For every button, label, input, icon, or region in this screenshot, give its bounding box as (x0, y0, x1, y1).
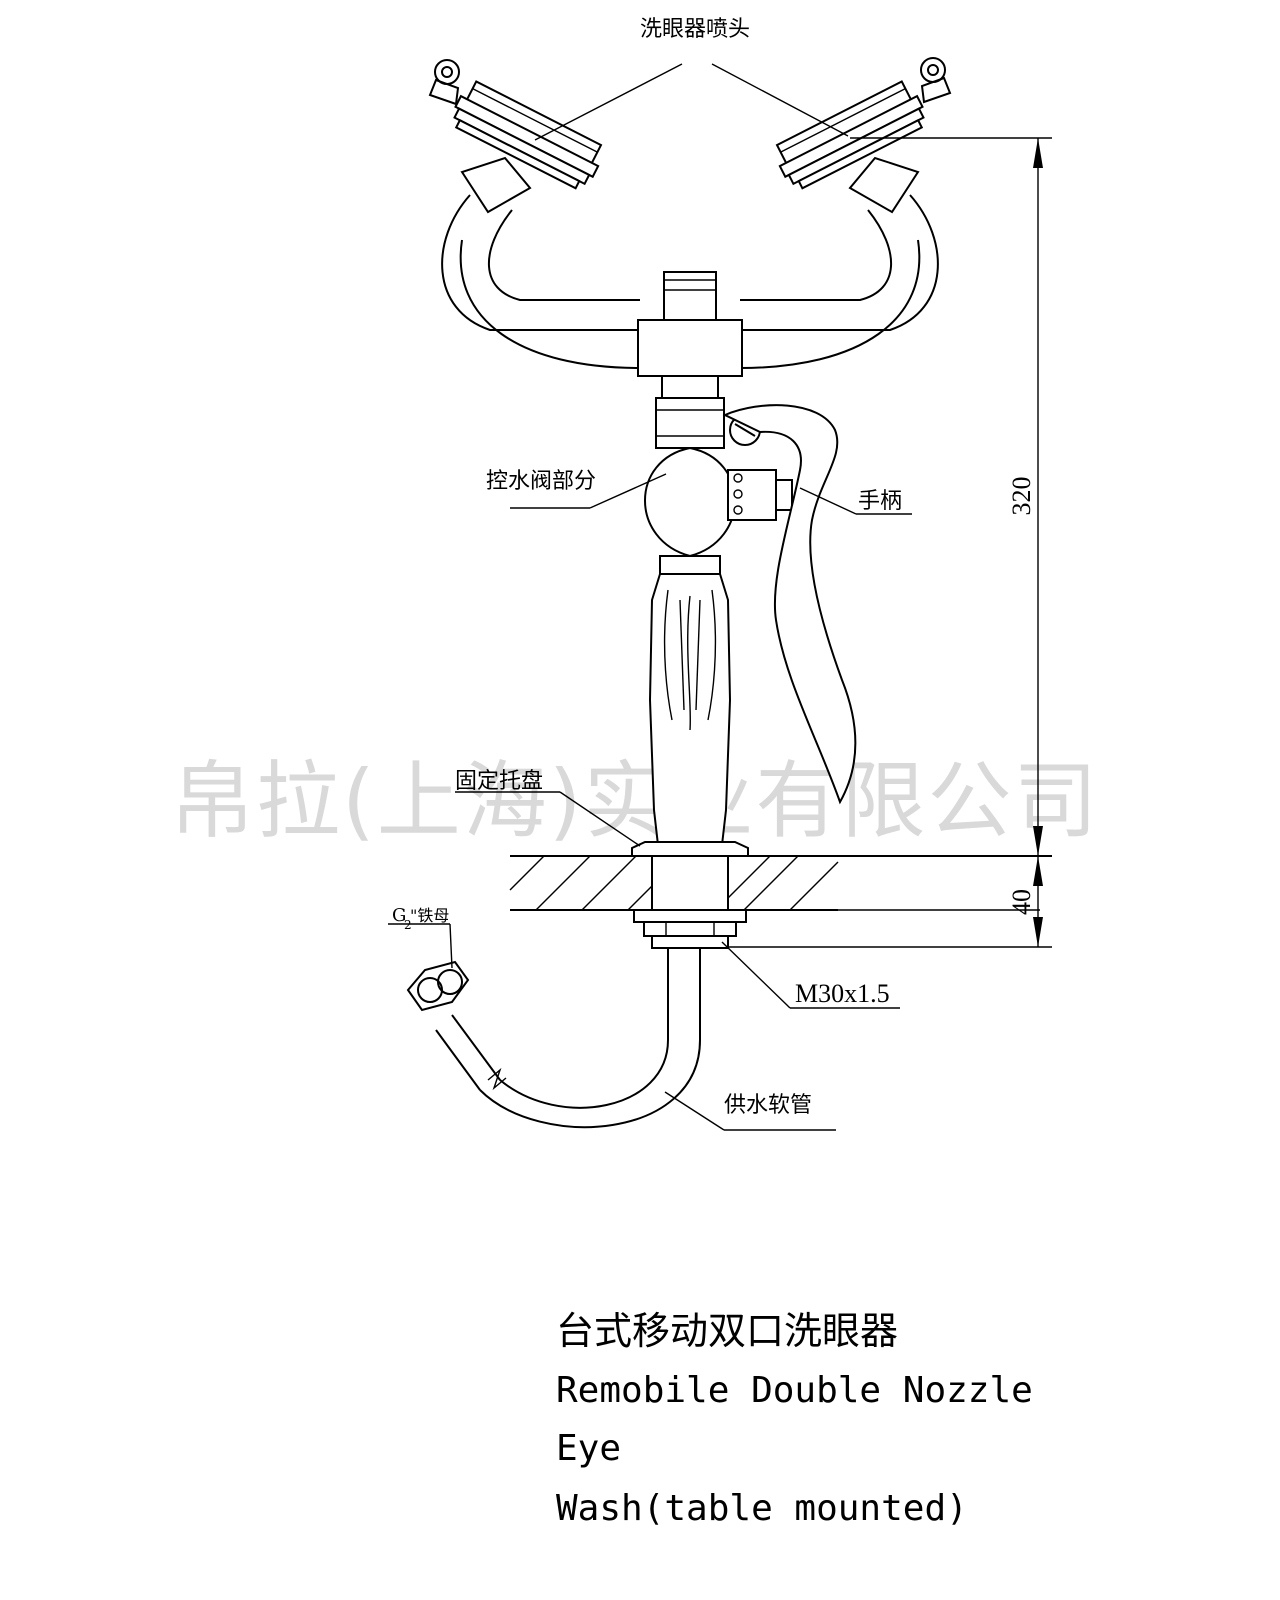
label-nut-prefix: G (392, 905, 406, 926)
tee-junction (637, 271, 743, 449)
u-pipe (441, 194, 939, 369)
right-nozzle (775, 57, 952, 214)
grip-stem (648, 555, 732, 846)
leader-lines (388, 63, 912, 1131)
dimension-40: 40 (1007, 889, 1036, 915)
fixing-tray (631, 841, 749, 857)
label-valve: 控水阀部分 (486, 469, 596, 494)
mounting-nut (633, 909, 747, 949)
label-thread: M30x1.5 (795, 979, 890, 1008)
table-section (509, 855, 1052, 911)
valve-body (644, 414, 793, 558)
label-nut: G 2 "铁母 (392, 905, 449, 932)
supply-hose (406, 948, 701, 1129)
left-nozzle (428, 59, 603, 214)
title-english-line2: Eye (556, 1428, 621, 1469)
label-handle: 手柄 (858, 489, 902, 514)
title-chinese: 台式移动双口洗眼器 (556, 1309, 898, 1353)
label-nut-text: "铁母 (410, 906, 449, 925)
label-tray: 固定托盘 (455, 769, 543, 794)
title-english-line1: Remobile Double Nozzle (556, 1370, 1033, 1411)
label-nozzle: 洗眼器喷头 (640, 17, 750, 42)
label-hose: 供水软管 (724, 1093, 812, 1118)
dimension-320: 320 (1007, 477, 1036, 516)
label-nut-sub: 2 (404, 918, 412, 932)
lever-handle (722, 404, 857, 805)
dimension-lines (728, 137, 1052, 948)
title-english-line3: Wash(table mounted) (556, 1488, 968, 1529)
company-watermark: 帛拉(上海)实业有限公司 (170, 752, 1100, 850)
